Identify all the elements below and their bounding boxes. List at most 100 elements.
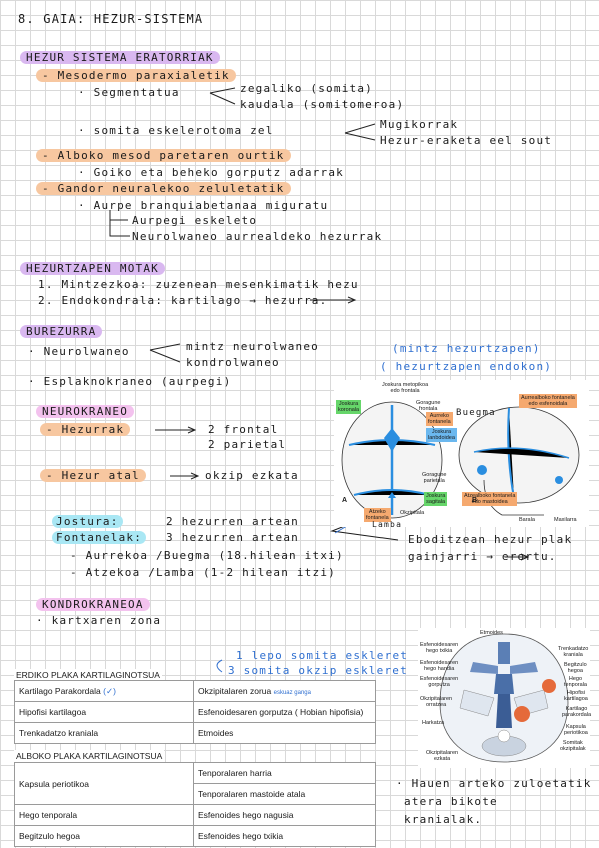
section-heading-burezurra: BUREZURRA: [20, 325, 103, 339]
table-cell: Tenporalaren harria: [193, 762, 376, 784]
line-mintz-hezurtzapen: (mintz hezurtzapen): [392, 342, 541, 355]
note-somita-okzip: 3 somita okzip eskleret: [228, 664, 408, 677]
table-cell: Kartilago Parakordala (✓): [14, 680, 194, 702]
label-etmoides: Etmoides: [480, 630, 503, 636]
split-arrow-aurpe: [109, 210, 130, 237]
table-cell: Etmoides: [193, 722, 376, 744]
split-arrow-segmentatua: [209, 87, 236, 105]
line-gainjarri: gainjarri → erortu.: [408, 550, 557, 563]
section-heading-neurokraneo: NEUROKRANEO: [36, 405, 135, 419]
check-mark: (✓): [103, 685, 116, 696]
table-row: Kartilago Parakordala (✓) Okzipitalaren …: [14, 680, 376, 702]
line-aurpegi: Aurpegi eskeleto: [132, 214, 258, 227]
table-cell: Hipofisi kartilagoa: [14, 701, 194, 723]
line-hezur-atal: - Hezur atal: [40, 469, 146, 483]
line-kaudala: kaudala (somitomeroa): [240, 98, 405, 111]
table-cell: Esfenoides hego nagusia: [193, 804, 376, 826]
line-kranialak: kranialak.: [404, 813, 483, 826]
note-eskuaz-ganga: eskuaz ganga: [273, 690, 311, 696]
note-lepo-somita: 1 lepo somita eskleret: [236, 649, 409, 662]
line-alboko: - Alboko mesod paretaren ourtik: [36, 149, 291, 163]
line-mintzezkoa: 1. Mintzezkoa: zuzenean mesenkimatik hez…: [38, 278, 359, 291]
table-cell: Tenporalaren mastoide atala: [193, 783, 376, 805]
line-somita: · somita eskelerotoma zel: [78, 124, 274, 137]
line-neurolwaneo-main: · Neurolwaneo: [28, 345, 130, 358]
line-parietal: 2 parietal: [208, 438, 287, 451]
line-zegaliko: zegaliko (somita): [240, 82, 373, 95]
line-atzekoa: - Atzekoa /Lamba (1-2 hilean itzi): [70, 566, 336, 579]
line-eboditzean: Eboditzean hezur plak: [408, 533, 573, 546]
line-kartxaren: · kartxaren zona: [36, 614, 162, 627]
line-hezurrak: - Hezurrak: [40, 423, 131, 437]
table-cell: Kapsula periotikoa: [14, 762, 194, 805]
arrow-hezurrak: [155, 426, 197, 434]
line-fontanelak: Fontanelak:: [52, 531, 147, 545]
table2-caption: ALBOKO PLAKA KARTILAGINOTSUA: [14, 750, 165, 762]
line-atera-bikote: atera bikote: [404, 795, 498, 808]
line-jostura-detail: 2 hezurren artean: [166, 515, 299, 528]
split-arrow-somita: [344, 123, 376, 141]
label-buegma: Buegma: [456, 408, 496, 418]
line-mugikorrak: Mugikorrak: [380, 118, 459, 131]
line-hezur-eraketa: Hezur-eraketa eel sout: [380, 134, 553, 147]
line-aurrekoa: - Aurrekoa /Buegma (18.hilean itxi): [70, 549, 344, 562]
line-jostura: Jostura:: [52, 515, 123, 529]
line-frontal: 2 frontal: [208, 423, 279, 436]
label-barail: Barala: [519, 517, 535, 523]
line-fontanelak-detail: 3 hezurren artean: [166, 531, 299, 544]
table-row: Trenkadatzo kraniala Etmoides: [14, 722, 376, 744]
table-row: Begitzulo hegoa Esfenoides hego txikia: [14, 825, 376, 847]
table1-caption: ERDIKO PLAKA KARTILAGINOTSUA: [14, 669, 162, 681]
line-hezurtzapen-endokon: ( hezurtzapen endokon): [380, 360, 553, 373]
line-segmentatua: · Segmentatua: [78, 86, 180, 99]
label-maxilarra: Maxilarra: [554, 517, 577, 523]
table-row: Hego tenporala Esfenoides hego nagusia: [14, 804, 376, 826]
section-heading-eratorriak: HEZUR SISTEMA ERATORRIAK: [20, 51, 220, 65]
line-kondrolwaneo: kondrolwaneo: [186, 356, 280, 369]
split-arrow-neuro: [149, 343, 181, 363]
section-heading-kondrokraneoa: KONDROKRANEOA: [36, 598, 150, 612]
table-cell: Hego tenporala: [14, 804, 194, 826]
label-lamba-hand: Lamba: [372, 520, 403, 529]
table-row: Kapsula periotikoa Tenporalaren harria: [14, 762, 376, 805]
line-hauen-arteko: · Hauen arteko zuloetatik: [396, 777, 592, 790]
line-okzip-ezkata: okzip ezkata: [205, 469, 299, 482]
label-b: B: [472, 497, 478, 504]
arrow-hezur-atal: [170, 472, 200, 480]
skull-drawing: [341, 401, 580, 519]
table-cell: Esfenoides hego txikia: [193, 825, 376, 847]
label-harkatza: Harkatza: [422, 720, 445, 726]
line-endokondrala: 2. Endokondrala: kartilago → hezurra.: [38, 294, 328, 307]
page-title: 8. GAIA: HEZUR-SISTEMA: [18, 12, 204, 26]
line-neurolwaneo: Neurolwaneo aurrealdeko hezurrak: [132, 230, 383, 243]
table-cell: Trenkadatzo kraniala: [14, 722, 194, 744]
table-cell: Begitzulo hegoa: [14, 825, 194, 847]
label-okzipitala: Okzipitala: [400, 510, 425, 516]
section-heading-hezurtzapen: HEZURTZAPEN MOTAK: [20, 262, 165, 276]
table-alboko-plaka: Kapsula periotikoa Tenporalaren harria T…: [14, 762, 376, 847]
line-gandor: - Gandor neuralekoo zeluletatik: [36, 182, 291, 196]
label-a: A: [342, 497, 348, 504]
table-erdiko-plaka: Kartilago Parakordala (✓) Okzipitalaren …: [14, 680, 376, 744]
table-cell: Esfenoidesaren gorputza ( Hobian hipofis…: [193, 701, 376, 723]
